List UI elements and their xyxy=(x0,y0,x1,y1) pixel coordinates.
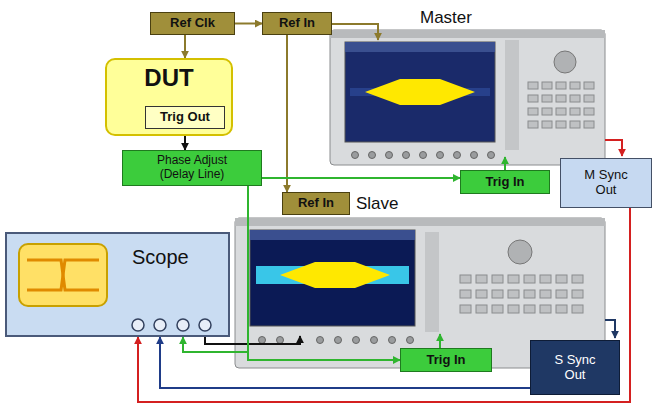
box-label: Ref In xyxy=(298,196,334,211)
device-box: DUT Trig Out xyxy=(105,58,233,136)
signal-box: Ref Clk xyxy=(150,12,235,35)
signal-connector xyxy=(262,177,460,179)
scope-illustration xyxy=(7,234,228,335)
probe-wire xyxy=(205,336,300,344)
signal-connector xyxy=(248,186,400,360)
scope-box: Scope xyxy=(5,232,230,337)
port-box: Trig In xyxy=(460,170,550,194)
box-label: Scope xyxy=(132,246,189,269)
box-label: Ref In xyxy=(279,16,315,31)
signal-connector xyxy=(184,35,186,58)
signal-box: Ref In xyxy=(262,12,332,35)
sync-wire xyxy=(605,140,622,156)
box-label: M Sync Out xyxy=(575,168,637,198)
box-label: Phase Adjust (Delay Line) xyxy=(145,154,240,182)
instrument-label: Slave xyxy=(356,194,399,214)
box-label: DUT xyxy=(144,64,193,92)
port-box: S Sync Out xyxy=(530,340,620,395)
signal-connector xyxy=(286,35,288,192)
port-box: Trig Out xyxy=(145,106,225,129)
process-box: Phase Adjust (Delay Line) xyxy=(122,150,262,186)
signal-connector xyxy=(160,337,530,388)
trig-wire xyxy=(439,334,441,348)
port-box: Trig In xyxy=(400,348,492,372)
box-label: S Sync Out xyxy=(544,353,606,383)
box-label: Trig In xyxy=(427,353,466,368)
signal-connector xyxy=(235,23,262,25)
instrument-label: Master xyxy=(420,8,472,28)
box-label: Trig In xyxy=(486,175,525,190)
ref-wire xyxy=(332,24,378,40)
sync-wire xyxy=(605,320,615,338)
master-instrument xyxy=(330,30,605,165)
signal-box: Ref In xyxy=(282,192,350,215)
trig-wire xyxy=(504,157,506,170)
box-label: Trig Out xyxy=(160,110,210,125)
port-box: M Sync Out xyxy=(560,158,652,208)
box-label: Ref Clk xyxy=(170,16,215,31)
